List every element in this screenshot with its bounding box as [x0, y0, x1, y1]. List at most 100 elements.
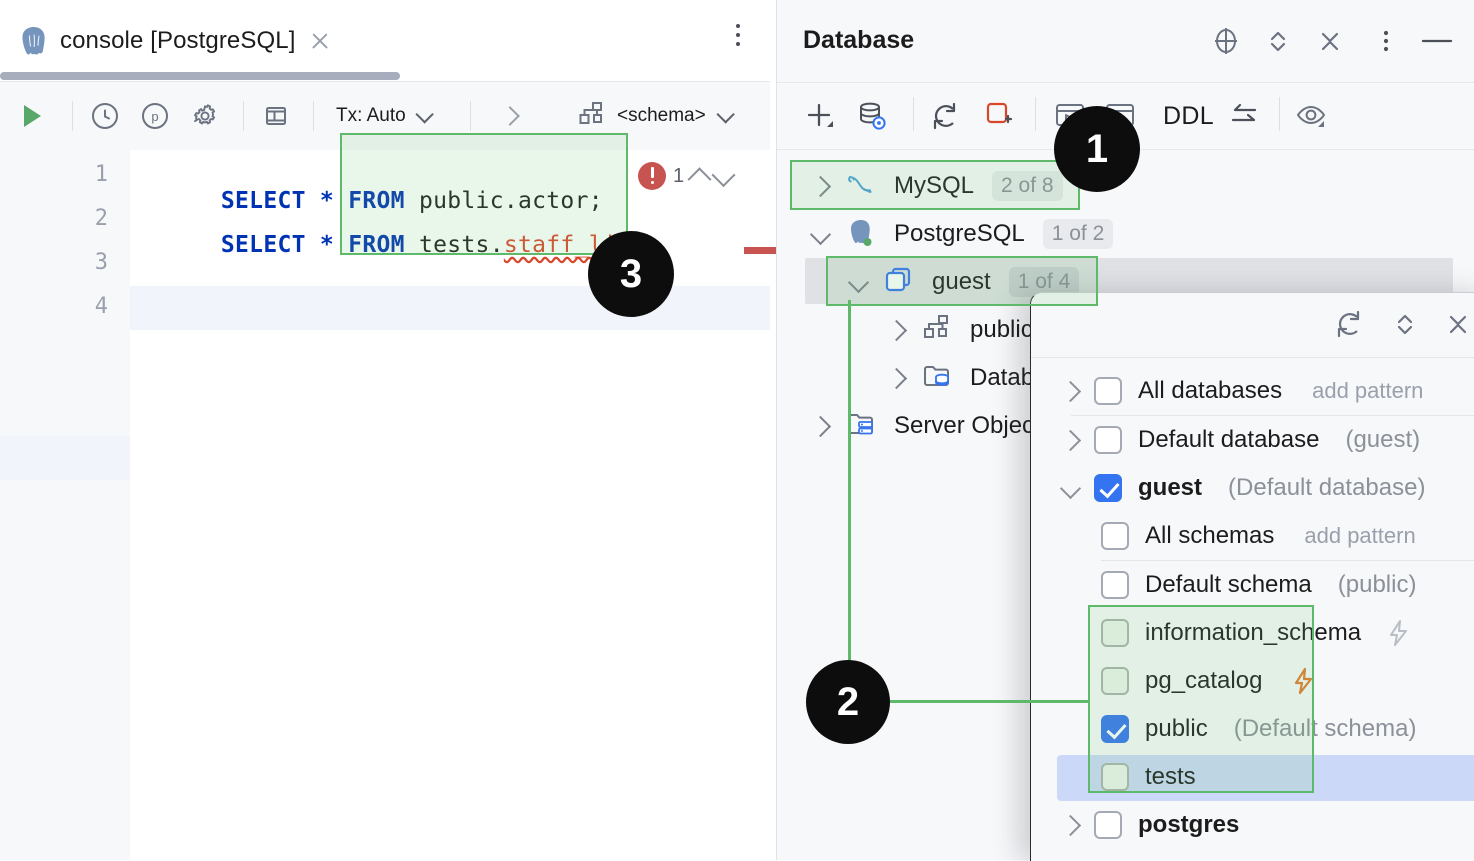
toolbar-divider [1279, 97, 1280, 131]
popup-row-suffix: (public) [1337, 571, 1417, 598]
tab-console-postgresql[interactable]: console [PostgreSQL] [20, 20, 333, 62]
history-clock-icon[interactable] [92, 82, 118, 150]
chevron-down-icon[interactable] [809, 223, 832, 245]
popup-row-label: tests [1145, 763, 1196, 790]
checkbox-public[interactable] [1101, 715, 1129, 743]
add-pattern-link[interactable]: add pattern [1304, 523, 1416, 548]
popup-row-information-schema[interactable]: information_schema [1031, 609, 1474, 657]
schema-chooser-popup[interactable]: All databases add pattern Default databa… [1030, 292, 1474, 861]
more-options-icon[interactable] [726, 24, 750, 58]
next-problem-icon[interactable] [711, 162, 736, 187]
ddl-label: DDL [1163, 101, 1214, 130]
inspection-widget[interactable]: 1 [638, 162, 736, 191]
previous-problem-icon[interactable] [687, 166, 712, 191]
popup-row-all-schemas[interactable]: All schemas add pattern [1031, 512, 1474, 560]
checkbox-all-databases[interactable] [1094, 377, 1122, 405]
error-marker[interactable] [744, 247, 776, 254]
chevron-right-icon[interactable] [809, 415, 832, 437]
checkbox-pg-catalog[interactable] [1101, 667, 1129, 695]
collapse-all-icon[interactable] [1313, 24, 1347, 58]
page-title: Database [803, 26, 915, 54]
panel-layout-icon[interactable] [262, 82, 290, 150]
toolbar-divider [1035, 97, 1036, 131]
tree-item-public[interactable]: public [777, 306, 1474, 354]
popup-row-tests[interactable]: tests [1031, 753, 1474, 801]
tree-item-label: guest [932, 268, 991, 295]
code-area[interactable]: SELECT * FROM public.actor; SELECT * FRO… [130, 150, 776, 860]
parameters-icon[interactable]: p [142, 82, 168, 150]
chevron-right-icon[interactable] [1059, 429, 1082, 451]
code-line-1[interactable]: SELECT * FROM public.actor; [136, 162, 603, 240]
tree-item-server-objects[interactable]: Server Objects [777, 402, 1474, 450]
close-icon[interactable] [307, 28, 333, 54]
checkbox-tests[interactable] [1101, 763, 1129, 791]
toolbar-divider [470, 101, 471, 131]
marker-bar[interactable] [770, 0, 776, 860]
eye-icon[interactable] [1295, 95, 1329, 137]
chevron-right-icon[interactable] [1059, 814, 1082, 836]
highlight-mysql-row [790, 160, 1080, 210]
schema-label: <schema> [617, 105, 706, 126]
expand-collapse-icon[interactable] [1388, 307, 1422, 341]
popup-row-all-databases[interactable]: All databases add pattern [1031, 367, 1474, 415]
sync-icon[interactable] [1227, 95, 1261, 137]
refresh-icon[interactable] [1333, 307, 1367, 341]
expand-collapse-icon[interactable] [1261, 24, 1295, 58]
mysql-dolphin-icon [846, 171, 876, 202]
line-number: 1 [94, 162, 108, 187]
error-count: 1 [673, 164, 685, 187]
more-options-icon[interactable] [1369, 24, 1403, 58]
tree-item-postgresql[interactable]: PostgreSQL 1 of 2 [777, 210, 1474, 258]
checkbox-guest[interactable] [1094, 474, 1122, 502]
tree-item-guest[interactable]: guest 1 of 4 [777, 258, 1474, 306]
chevron-right-icon[interactable] [885, 367, 908, 389]
chevron-down-icon [716, 104, 735, 124]
popup-row-suffix: (Default database) [1228, 474, 1426, 501]
hide-icon[interactable] [1417, 24, 1453, 58]
database-icon [884, 266, 914, 299]
disconnect-icon[interactable] [983, 95, 1017, 137]
database-panel-header: Database [777, 0, 1474, 83]
popup-row-pg-catalog[interactable]: pg_catalog [1031, 657, 1474, 705]
annotation-badge-2: 2 [806, 660, 890, 744]
tabbar-divider [0, 81, 776, 82]
popup-row-label: public [1145, 715, 1208, 742]
popup-row-public[interactable]: public (Default schema) [1031, 705, 1474, 753]
popup-row-label: postgres [1138, 811, 1240, 838]
gear-icon[interactable] [192, 82, 218, 150]
popup-divider [1101, 560, 1474, 561]
locate-icon[interactable] [1209, 24, 1243, 58]
checkbox-information-schema[interactable] [1101, 619, 1129, 647]
popup-header [1031, 293, 1474, 358]
chevron-right-icon[interactable] [1059, 380, 1082, 402]
sql-object: public.actor [418, 188, 589, 214]
schema-selector[interactable]: <schema> [578, 82, 735, 150]
editor-toolbar: p Tx: Auto [0, 82, 776, 151]
add-pattern-link[interactable]: add pattern [1312, 378, 1424, 403]
datasource-properties-icon[interactable] [855, 95, 889, 137]
connector-line-horizontal [848, 700, 1090, 703]
schema-icon [922, 314, 952, 347]
refresh-icon[interactable] [929, 95, 963, 137]
chevron-down-icon[interactable] [1059, 477, 1082, 499]
popup-row-postgres[interactable]: postgres [1031, 801, 1474, 849]
add-icon[interactable] [803, 95, 837, 137]
chevron-right-icon[interactable] [885, 319, 908, 341]
current-line-gutter-highlight [0, 436, 130, 480]
toolbar-divider [913, 97, 914, 131]
tx-mode-selector[interactable]: Tx: Auto [336, 82, 434, 150]
checkbox-all-schemas[interactable] [1101, 522, 1129, 550]
checkbox-default-schema[interactable] [1101, 571, 1129, 599]
popup-row-label: All schemas [1145, 522, 1275, 549]
ddl-button[interactable]: DDL [1163, 95, 1214, 137]
popup-row-guest[interactable]: guest (Default database) [1031, 464, 1474, 512]
checkbox-default-database[interactable] [1094, 426, 1122, 454]
popup-row-default-schema[interactable]: Default schema (public) [1031, 561, 1474, 609]
checkbox-postgres[interactable] [1094, 811, 1122, 839]
popup-row-default-database[interactable]: Default database (guest) [1031, 416, 1474, 464]
sql-editor-pane: console [PostgreSQL] p [0, 0, 776, 860]
collapse-all-icon[interactable] [1441, 307, 1474, 341]
tree-item-mysql[interactable]: MySQL 2 of 8 [777, 162, 1474, 210]
annotation-badge-3: 3 [588, 231, 674, 317]
run-icon[interactable] [24, 82, 41, 150]
